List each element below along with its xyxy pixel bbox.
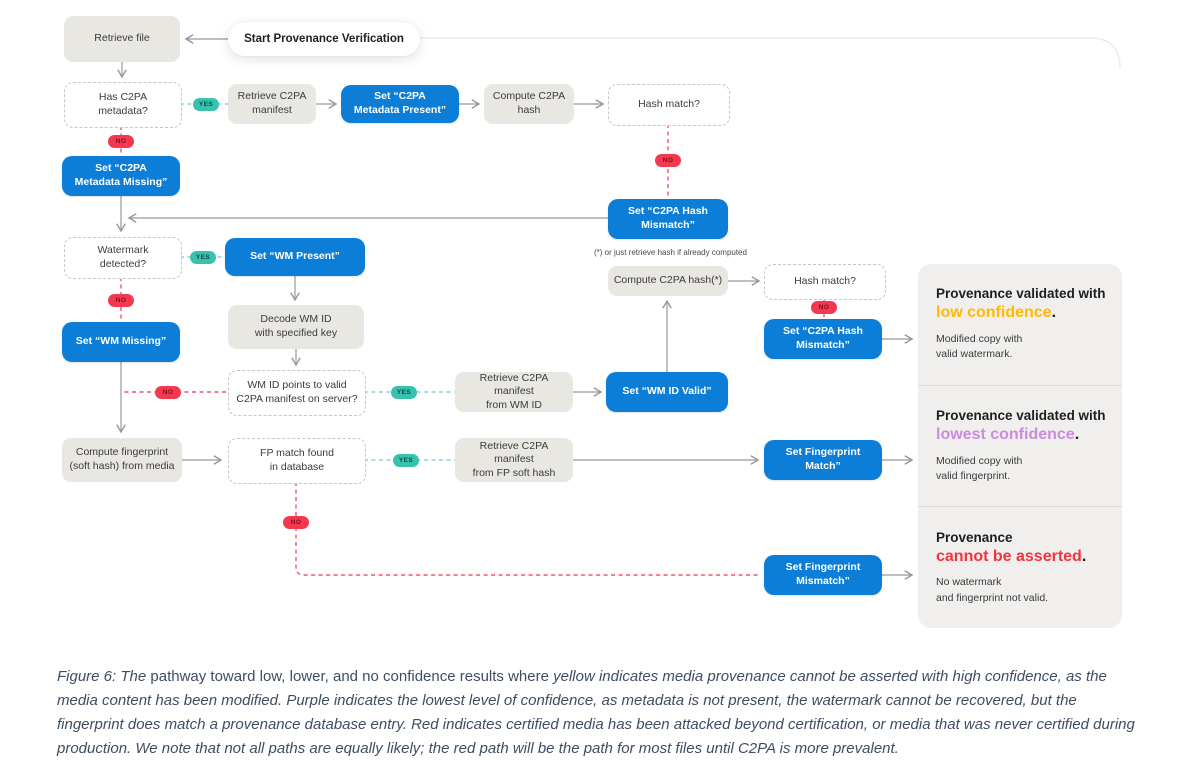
node-label: Set “WM Present”: [250, 250, 340, 263]
outcome-title: Provenance: [936, 529, 1013, 545]
start-node: Start Provenance Verification: [228, 22, 420, 56]
node-label: Set “WM Missing”: [75, 335, 167, 348]
caption-normal: pathway toward low, lower, and no confid…: [150, 668, 554, 685]
action-set-c2pa-hash-mismatch-1: Set “C2PA Hash Mismatch”: [608, 199, 728, 239]
yes-pill: YES: [391, 386, 417, 399]
no-pill: NO: [283, 516, 309, 529]
outcome-period: .: [1081, 547, 1087, 565]
action-set-c2pa-metadata-present: Set “C2PA Metadata Present”: [341, 85, 459, 123]
action-set-fingerprint-mismatch: Set Fingerprint Mismatch”: [764, 555, 882, 595]
outcome-highlight: lowest confidence: [936, 425, 1075, 443]
node-label: Hash match?: [638, 98, 700, 111]
node-retrieve-c2pa-manifest: Retrieve C2PA manifest: [228, 84, 316, 124]
node-label: Set Fingerprint Match”: [785, 446, 861, 472]
decision-watermark-detected: Watermark detected?: [64, 237, 182, 279]
outcome-period: .: [1051, 304, 1057, 322]
figure-caption: Figure 6: The pathway toward low, lower,…: [57, 665, 1147, 760]
no-pill: NO: [108, 294, 134, 307]
yes-pill: YES: [393, 454, 419, 467]
outcome-subtext: Modified copy with valid watermark.: [936, 332, 1023, 361]
node-label: Retrieve file: [94, 32, 150, 45]
outcome-cannot-assert: Provenance cannot be asserted. No waterm…: [918, 506, 1122, 628]
node-label: Has C2PA metadata?: [98, 91, 148, 117]
node-label: WM ID points to valid C2PA manifest on s…: [236, 379, 358, 405]
no-paths: [120, 124, 825, 576]
node-retrieve-manifest-from-wm-id: Retrieve C2PA manifest from WM ID: [455, 372, 573, 412]
node-label: Compute fingerprint (soft hash) from med…: [69, 446, 175, 472]
node-compute-c2pa-hash-2: Compute C2PA hash(*): [608, 266, 728, 296]
action-set-fingerprint-match: Set Fingerprint Match”: [764, 440, 882, 480]
outcome-subtext: Modified copy with valid fingerprint.: [936, 454, 1023, 482]
action-set-wm-present: Set “WM Present”: [225, 238, 365, 276]
node-label: Retrieve C2PA manifest from WM ID: [479, 371, 549, 411]
node-label: FP match found in database: [260, 447, 334, 473]
node-label: Retrieve C2PA manifest from FP soft hash: [472, 439, 556, 479]
outcome-highlight: low confidence: [936, 304, 1052, 322]
node-label: Compute C2PA hash: [492, 90, 566, 116]
no-pill: NO: [155, 386, 181, 399]
node-retrieve-manifest-from-fp: Retrieve C2PA manifest from FP soft hash: [455, 438, 573, 482]
no-pill: NO: [811, 301, 837, 314]
node-label: Hash match?: [794, 275, 856, 288]
node-decode-wm-id: Decode WM ID with specified key: [228, 305, 364, 349]
decision-wm-id-points-valid: WM ID points to valid C2PA manifest on s…: [228, 370, 366, 416]
outcome-title: Provenance validated with: [936, 407, 1106, 423]
outcome-low-confidence: Provenance validated with low confidence…: [918, 264, 1122, 385]
node-label: Set “C2PA Metadata Present”: [353, 90, 447, 116]
outcome-panel: Provenance validated with low confidence…: [918, 264, 1122, 628]
node-compute-fingerprint: Compute fingerprint (soft hash) from med…: [62, 438, 182, 482]
outcome-subtext: No watermark and fingerprint not valid.: [936, 576, 1049, 604]
node-label: Watermark detected?: [97, 244, 149, 270]
decision-hash-match-2: Hash match?: [764, 264, 886, 300]
caption-italic-lead: Figure 6: The: [57, 668, 151, 685]
node-retrieve-file: Retrieve file: [64, 16, 180, 62]
decision-fp-match-found: FP match found in database: [228, 438, 366, 484]
node-compute-c2pa-hash: Compute C2PA hash: [484, 84, 574, 124]
node-label: Set “C2PA Metadata Missing”: [74, 162, 168, 188]
yes-pill: YES: [190, 251, 216, 264]
node-label: Set “WM ID Valid”: [622, 385, 712, 398]
node-label: Set “C2PA Hash Mismatch”: [628, 205, 708, 231]
outcome-highlight: cannot be asserted: [936, 547, 1082, 565]
outcome-title: Provenance validated with: [936, 286, 1106, 302]
action-set-c2pa-metadata-missing: Set “C2PA Metadata Missing”: [62, 156, 180, 196]
outcome-period: .: [1074, 425, 1080, 443]
node-label: Set “C2PA Hash Mismatch”: [783, 325, 863, 351]
outcome-lowest-confidence: Provenance validated with lowest confide…: [918, 384, 1122, 507]
decision-has-c2pa-metadata: Has C2PA metadata?: [64, 82, 182, 128]
action-set-wm-missing: Set “WM Missing”: [62, 322, 180, 362]
node-label: Decode WM ID with specified key: [254, 313, 338, 339]
decorative-curve: [420, 37, 1121, 69]
footnote-text: (*) or just retrieve hash if already com…: [594, 248, 747, 257]
node-label: Set Fingerprint Mismatch”: [785, 561, 861, 587]
node-label: Retrieve C2PA manifest: [237, 90, 307, 116]
no-pill: NO: [655, 154, 681, 167]
no-pill: NO: [108, 135, 134, 148]
decision-hash-match-1: Hash match?: [608, 84, 730, 126]
node-label: Compute C2PA hash(*): [613, 274, 723, 287]
caption-italic-body: yellow indicates media provenance cannot…: [57, 668, 1135, 757]
action-set-c2pa-hash-mismatch-2: Set “C2PA Hash Mismatch”: [764, 319, 882, 359]
yes-pill: YES: [193, 98, 219, 111]
start-label: Start Provenance Verification: [244, 32, 404, 45]
action-set-wm-id-valid: Set “WM ID Valid”: [606, 372, 728, 412]
